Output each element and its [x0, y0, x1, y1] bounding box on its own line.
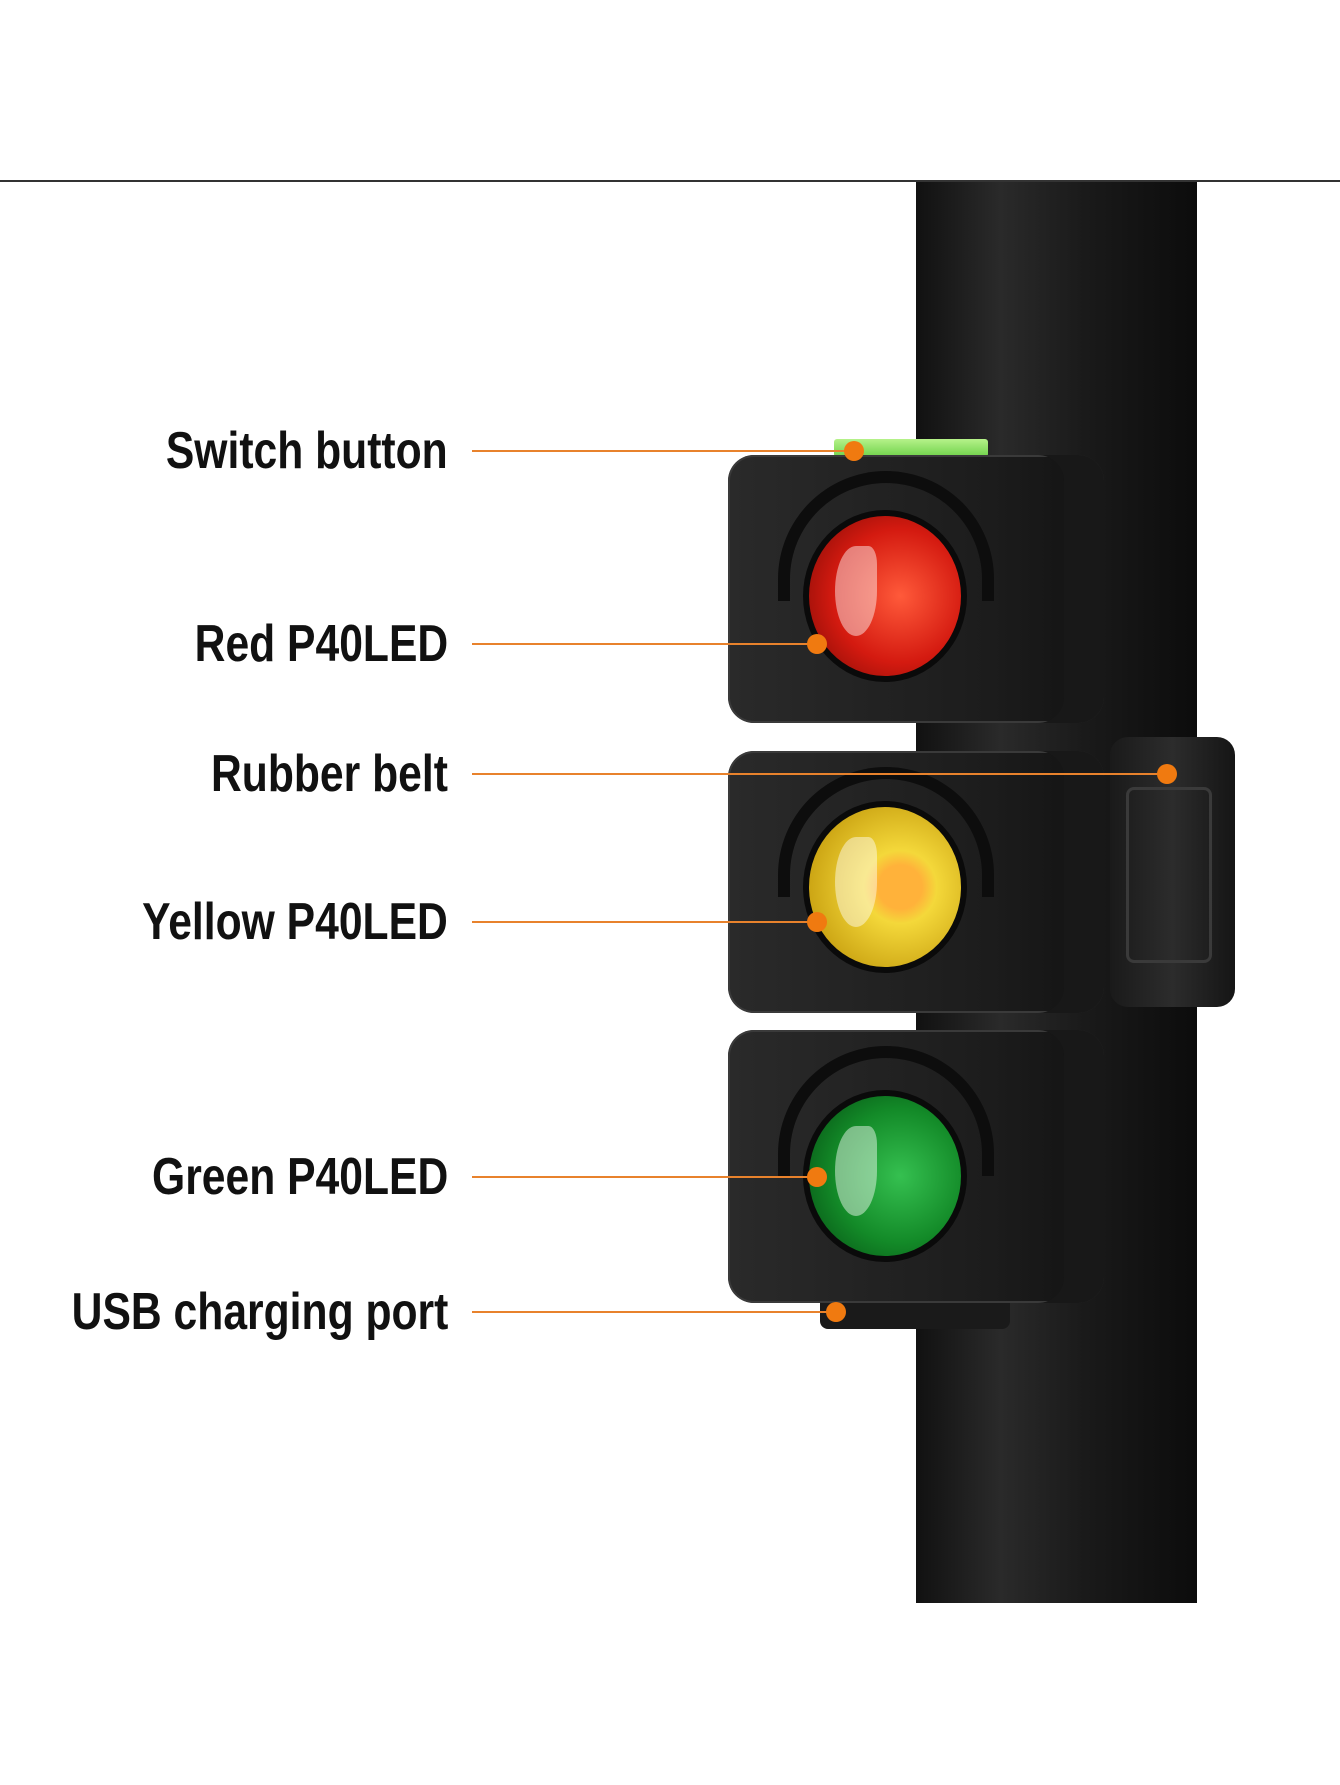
leader-line	[472, 921, 817, 923]
leader-line	[472, 450, 854, 452]
green-lens	[803, 1090, 967, 1262]
red-module	[728, 455, 1104, 723]
label-green-led: Green P40LED	[151, 1148, 448, 1206]
yellow-lens	[803, 801, 967, 973]
callout-dot	[807, 634, 827, 654]
usb-port-part	[820, 1303, 1010, 1329]
leader-line	[472, 643, 817, 645]
switch-button-part	[834, 439, 988, 457]
leader-line	[472, 773, 1167, 775]
label-switch-button: Switch button	[166, 422, 448, 480]
clip-slot	[1126, 787, 1212, 963]
callout-dot	[826, 1302, 846, 1322]
label-yellow-led: Yellow P40LED	[142, 893, 448, 951]
leader-line	[472, 1311, 836, 1313]
label-rubber-belt: Rubber belt	[211, 745, 448, 803]
top-divider	[0, 180, 1340, 182]
green-module	[728, 1030, 1104, 1303]
label-usb-port: USB charging port	[71, 1283, 448, 1341]
label-red-led: Red P40LED	[194, 615, 448, 673]
yellow-module	[728, 751, 1104, 1013]
callout-dot	[1157, 764, 1177, 784]
callout-dot	[807, 1167, 827, 1187]
leader-line	[472, 1176, 817, 1178]
callout-dot	[844, 441, 864, 461]
callout-dot	[807, 912, 827, 932]
red-lens	[803, 510, 967, 682]
